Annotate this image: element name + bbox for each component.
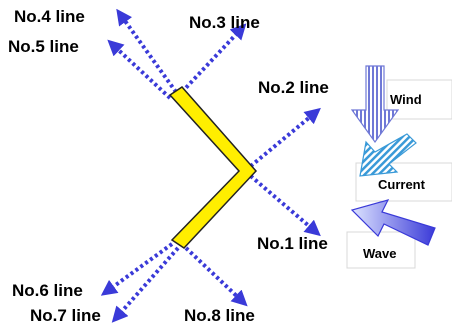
current-arrow	[359, 133, 417, 177]
mooring-line-no6	[100, 242, 174, 296]
line-label-no8: No.8 line	[184, 306, 255, 325]
wind-arrow	[350, 65, 400, 144]
wave-label: Wave	[363, 246, 396, 261]
line-label-no1: No.1 line	[257, 234, 328, 253]
line-label-no5: No.5 line	[8, 37, 79, 56]
mooring-line-no2	[244, 107, 321, 172]
current-label: Current	[378, 177, 426, 192]
mooring-line-no8	[184, 246, 248, 307]
line-label-no7: No.7 line	[30, 306, 101, 325]
wave-arrow	[350, 199, 436, 246]
line-label-no4: No.4 line	[14, 7, 85, 26]
mooring-line-no5	[107, 39, 172, 100]
wave-label-box	[346, 231, 416, 269]
mooring-line-no3	[180, 23, 247, 94]
line-label-no6: No.6 line	[12, 281, 83, 300]
line-label-no2: No.2 line	[258, 78, 329, 97]
wind-label-box	[386, 79, 452, 120]
mooring-line-no1	[244, 170, 321, 237]
line-label-no3: No.3 line	[189, 13, 260, 32]
mooring-line-no7	[111, 246, 180, 323]
wind-label: Wind	[390, 92, 422, 107]
vessel-shape	[168, 86, 258, 249]
mooring-line-no4	[116, 8, 178, 94]
